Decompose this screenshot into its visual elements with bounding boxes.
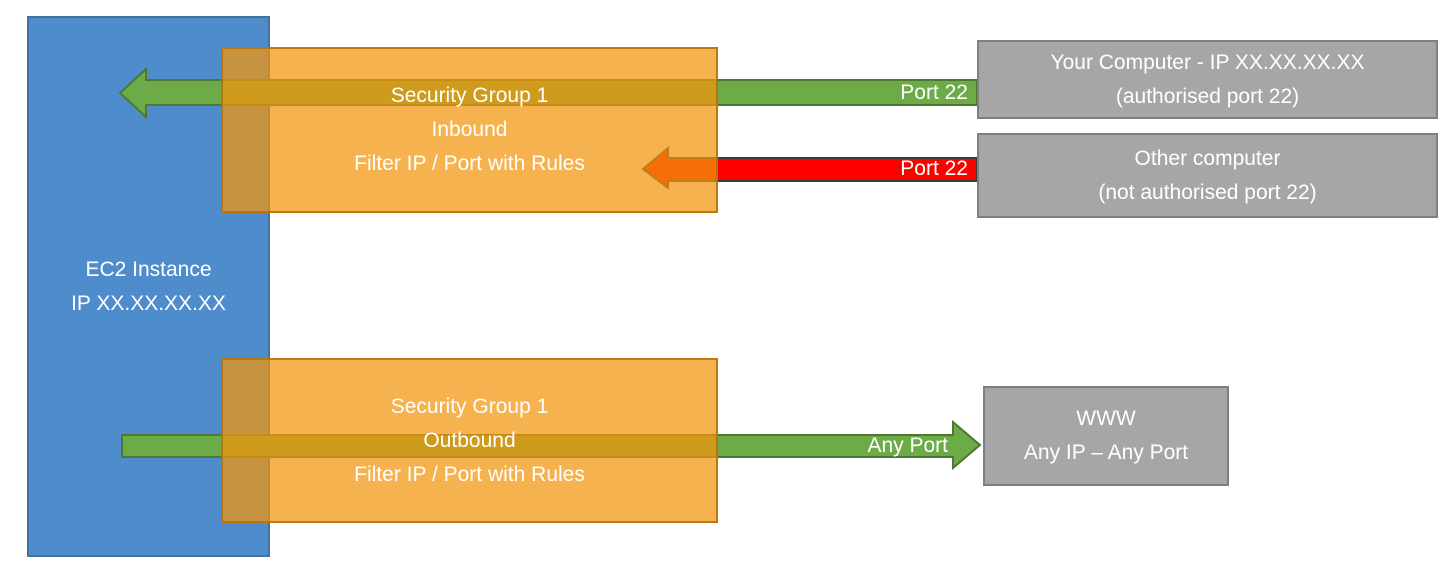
security-group-inbound-title: Security Group 1	[390, 84, 549, 107]
security-group-inbound-box: Security Group 1 Inbound Filter IP / Por…	[221, 47, 718, 213]
security-group-inbound-rule: Filter IP / Port with Rules	[354, 152, 585, 175]
inbound-allowed-port-label: Port 22	[900, 81, 968, 104]
security-group-inbound-direction: Inbound	[431, 118, 508, 141]
ec2-instance-name: EC2 Instance	[85, 257, 212, 281]
security-group-outbound-box: Security Group 1 Outbound Filter IP / Po…	[221, 358, 718, 523]
other-computer-auth-note: (not authorised port 22)	[1098, 180, 1317, 204]
outbound-port-label: Any Port	[867, 434, 948, 457]
www-scope: Any IP – Any Port	[1023, 441, 1189, 464]
www-title: WWW	[1076, 407, 1136, 430]
other-computer-box: Other computer (not authorised port 22)	[977, 133, 1438, 218]
your-computer-title: Your Computer - IP XX.XX.XX.XX	[1050, 50, 1365, 74]
other-computer-title: Other computer	[1134, 146, 1281, 170]
your-computer-box: Your Computer - IP XX.XX.XX.XX (authoris…	[977, 40, 1438, 119]
ec2-instance-ip: IP XX.XX.XX.XX	[71, 291, 226, 315]
security-group-outbound-direction: Outbound	[423, 428, 516, 452]
inbound-blocked-port-label: Port 22	[900, 157, 968, 180]
security-group-outbound-rule: Filter IP / Port with Rules	[354, 462, 585, 486]
www-box: WWW Any IP – Any Port	[983, 386, 1229, 486]
security-group-outbound-title: Security Group 1	[390, 394, 549, 418]
your-computer-auth-note: (authorised port 22)	[1115, 84, 1300, 108]
